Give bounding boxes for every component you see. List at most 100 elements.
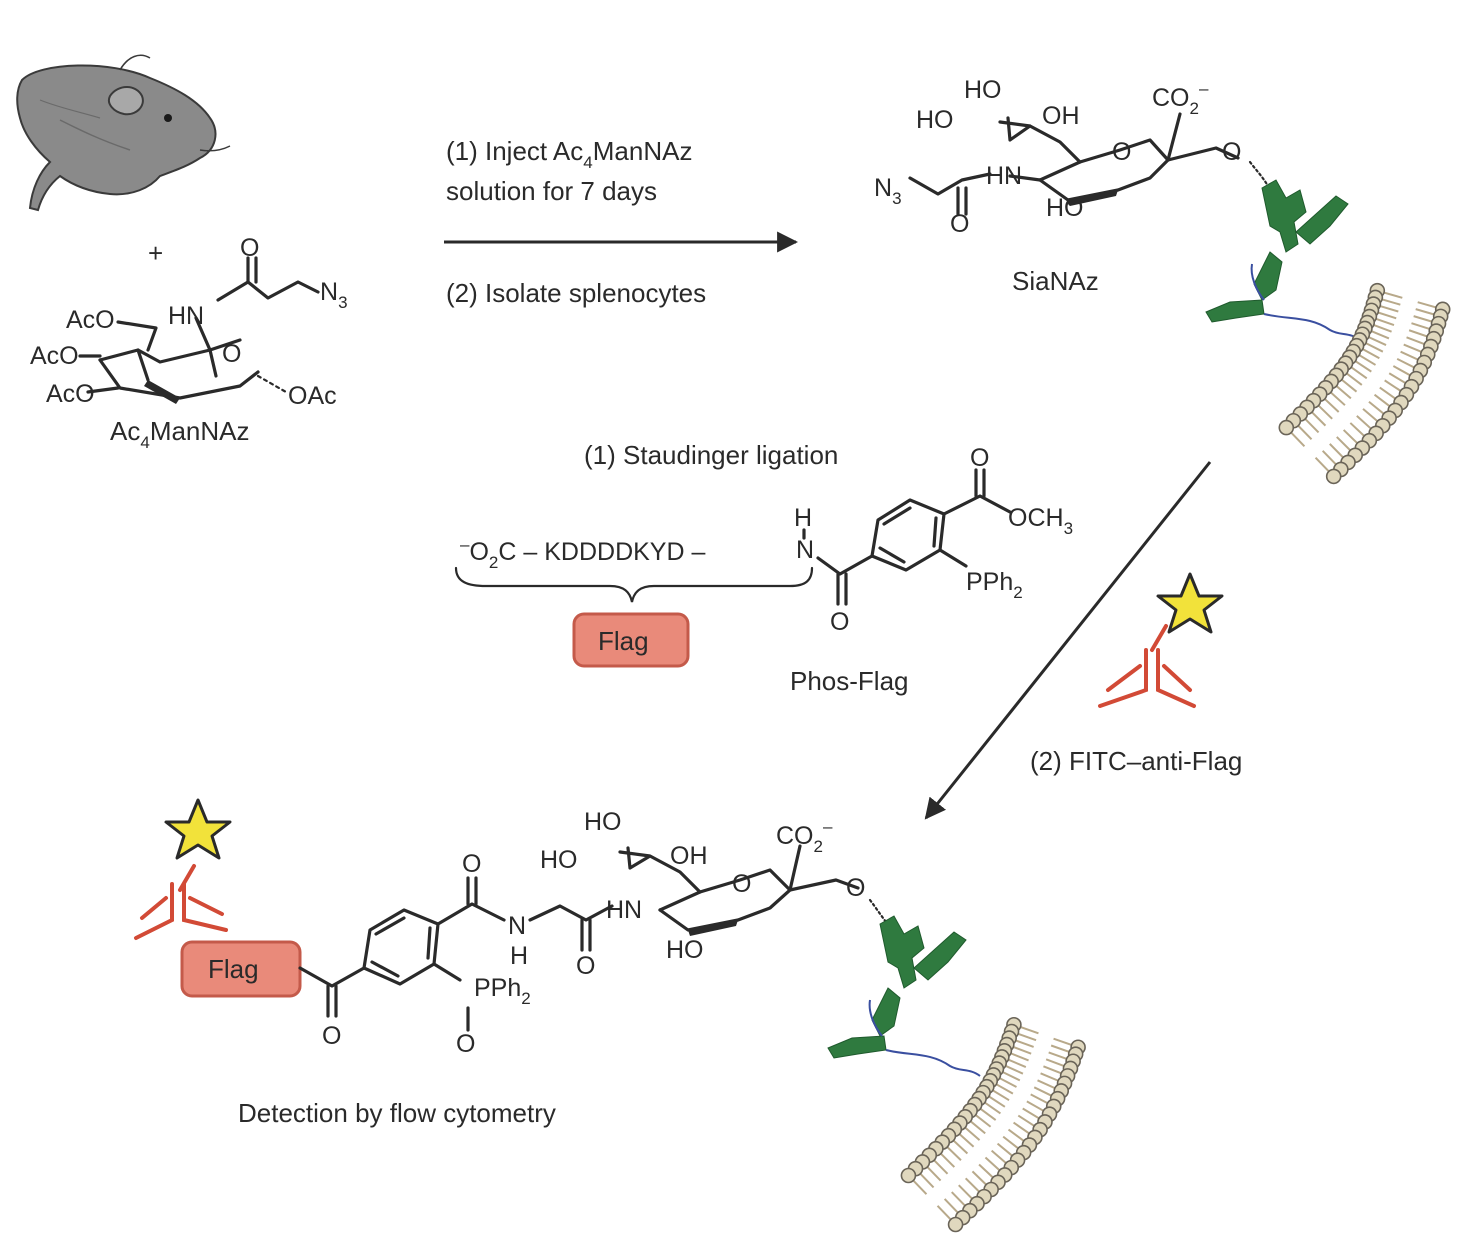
- p-oxide-o: O: [456, 1030, 475, 1058]
- detection-caption: Detection by flow cytometry: [238, 1098, 556, 1128]
- sia-co2: CO2–: [1152, 79, 1209, 118]
- c6-bond: [116, 320, 158, 352]
- ring-vertical-bonds: [136, 348, 218, 382]
- amide-carbonyl: [836, 572, 848, 606]
- product-ho-top: HO: [584, 808, 622, 836]
- sia-hn: HN: [986, 162, 1022, 190]
- product-phosphine-bond: [432, 962, 462, 982]
- och3-label: OCH3: [1008, 504, 1073, 538]
- sia-carbonyl-double: [956, 186, 968, 216]
- mouse-icon: [16, 54, 231, 212]
- product-ring-top: [658, 868, 792, 912]
- cell-membrane-icon-bottom: [900, 1016, 1086, 1233]
- anomeric-bond: [256, 374, 288, 394]
- azide-label: N3: [320, 278, 348, 312]
- sia-azidoacetyl-chain: [908, 172, 992, 196]
- flag-label: Flag: [598, 626, 649, 656]
- fitc-star-icon-product: [164, 798, 232, 860]
- nh-bond: [194, 316, 212, 352]
- amide-o: O: [830, 608, 849, 636]
- ester-carbonyl: [974, 468, 986, 498]
- flag-brace: [454, 566, 814, 603]
- flag-tag: [572, 612, 690, 668]
- glycine-chain: [528, 904, 614, 922]
- product-ring-o: O: [732, 870, 751, 898]
- amide-double: [466, 876, 478, 906]
- keto-o: O: [322, 1022, 341, 1050]
- peptide-sequence: –O2C – KDDDDKYD –: [460, 535, 705, 572]
- product-wedge: [688, 920, 738, 936]
- aco-label-1: AcO: [66, 306, 115, 334]
- sia-carbonyl-o: O: [950, 210, 969, 238]
- phos-flag-label: Phos-Flag: [790, 666, 909, 696]
- carbonyl-o-label: O: [240, 234, 259, 262]
- aco-label-2: AcO: [30, 342, 79, 370]
- antibody-icon-product: [134, 864, 228, 940]
- sia-oh: OH: [1042, 102, 1080, 130]
- ring-wedge: [144, 380, 180, 404]
- antibody-label: (2) FITC–anti-Flag: [1030, 746, 1242, 776]
- product-amide-o: O: [462, 850, 481, 878]
- step1-line1: (1) Inject Ac4ManNAz: [446, 136, 692, 172]
- ester-bond: [942, 494, 1012, 516]
- carbonyl-double-bond: [246, 256, 258, 284]
- product-oh: OH: [670, 842, 708, 870]
- step1-line2: solution for 7 days: [446, 176, 657, 206]
- benzene-double-bonds: [878, 506, 938, 564]
- arrow-down-left: [924, 461, 1212, 820]
- phos-flag-structure: (1) Staudinger ligation –O2C – KDDDDKYD …: [454, 440, 1073, 696]
- staudinger-label: (1) Staudinger ligation: [584, 440, 838, 470]
- oac-label: OAc: [288, 382, 337, 410]
- cell-membrane-icon-top: [1278, 282, 1451, 485]
- glycan-tree-icon-top: [1205, 160, 1361, 341]
- product-pph2: PPh2: [474, 974, 531, 1008]
- product-benzene-double: [370, 916, 432, 978]
- glycine-double: [580, 918, 592, 952]
- ac4mannaz-name: Ac4ManNAz: [110, 416, 250, 452]
- fitc-star-icon: [1156, 572, 1224, 634]
- sia-ho-left: HO: [916, 106, 954, 134]
- flag-label-product: Flag: [208, 954, 259, 984]
- sia-wedge: [1068, 190, 1118, 206]
- sia-ring-top: [1038, 138, 1170, 182]
- glycan-tree-icon-bottom: [827, 898, 981, 1077]
- amide-bond: [436, 902, 506, 926]
- aco-label-3: AcO: [46, 380, 95, 408]
- ester-o: O: [970, 444, 989, 472]
- amide-n: N: [796, 536, 814, 564]
- product-ho-bottom: HO: [666, 936, 704, 964]
- keto-double: [326, 984, 338, 1018]
- sianaz-structure: HO HO OH CO2– O HN HO N3 O O SiaNAz: [874, 76, 1241, 296]
- product-hn: HN: [606, 896, 642, 924]
- product-link-o: O: [846, 874, 865, 902]
- product-c2-bonds: [788, 844, 860, 892]
- ac4mannaz-structure: AcO AcO AcO HN O N3 O OAc Ac4ManNAz: [30, 234, 348, 452]
- sia-ring-o: O: [1112, 138, 1131, 166]
- phosphine-bond: [938, 548, 968, 568]
- sia-ho-bottom: HO: [1046, 194, 1084, 222]
- product-ho-left: HO: [540, 846, 578, 874]
- pph2-label: PPh2: [966, 568, 1023, 602]
- antibody-icon-reagent: (2) FITC–anti-Flag: [1030, 572, 1242, 776]
- ring-bond-top: [98, 338, 242, 364]
- keto-bond: [298, 966, 366, 988]
- amide-h: H: [794, 504, 812, 532]
- product-co2: CO2–: [776, 817, 833, 856]
- sia-ho-top: HO: [964, 76, 1002, 104]
- step1-line3: (2) Isolate splenocytes: [446, 278, 706, 308]
- glycine-o: O: [576, 952, 595, 980]
- azidoacetyl-chain: [216, 280, 320, 302]
- sia-link-o: O: [1222, 138, 1241, 166]
- plus-sign: +: [148, 238, 163, 268]
- sia-c2-bonds: [1166, 112, 1240, 162]
- amide-chain: [816, 554, 874, 576]
- product-n: N: [508, 912, 526, 940]
- product-h: H: [510, 942, 528, 970]
- sia-azide: N3: [874, 174, 902, 208]
- hn-label: HN: [168, 302, 204, 330]
- product-glycerol: [618, 846, 702, 894]
- ring-o-label: O: [222, 340, 241, 368]
- sia-glycerol-chain: [998, 116, 1082, 164]
